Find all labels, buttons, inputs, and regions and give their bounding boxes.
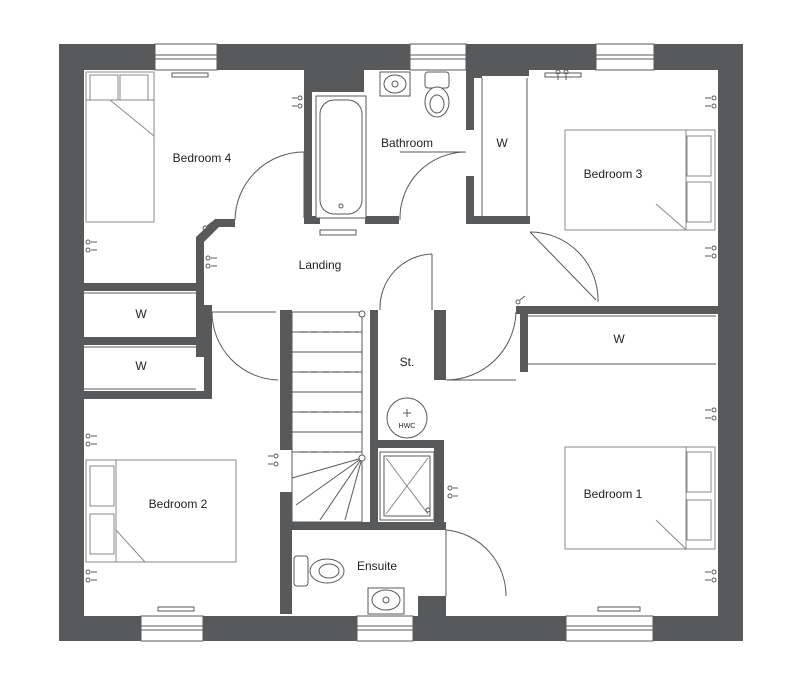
double-socket-icon	[555, 69, 569, 80]
double-socket-icon	[85, 569, 97, 583]
double-socket-icon	[705, 245, 717, 259]
internal-walls	[84, 70, 718, 616]
basin-icon	[367, 587, 405, 615]
radiator-icon	[171, 72, 209, 78]
hot-water-cylinder: HWC	[386, 397, 428, 439]
room-label-landing: Landing	[299, 258, 342, 272]
room-label-bedroom-4: Bedroom 4	[173, 151, 232, 165]
shower-tray-icon	[379, 451, 435, 521]
window-icon	[595, 43, 655, 71]
toilet-icon	[424, 71, 450, 118]
radiators	[157, 72, 641, 612]
door-swing-icon	[445, 529, 507, 597]
window-icon	[140, 615, 204, 642]
bed-icon	[564, 129, 716, 231]
window-icon	[409, 43, 467, 71]
bath-icon	[315, 95, 367, 219]
door-swing-icon	[445, 311, 517, 381]
room-labels: Bedroom 4 Bathroom W Bedroom 3 Landing W…	[135, 136, 642, 573]
room-label-bathroom: Bathroom	[381, 136, 433, 150]
window-icon	[565, 615, 654, 642]
room-label-bedroom-2: Bedroom 2	[149, 497, 208, 511]
room-label-wardrobe-bedroom-1: W	[613, 332, 625, 346]
door-swing-icon	[234, 151, 305, 221]
light-switch-icon	[515, 295, 526, 305]
wardrobe-doors	[84, 78, 716, 390]
door-swing-icon	[379, 253, 433, 311]
windows	[140, 43, 655, 642]
door-swings	[211, 151, 599, 597]
bed-icon	[85, 459, 237, 563]
double-socket-icon	[268, 453, 279, 467]
hwc-label: HWC	[399, 423, 416, 430]
bed-icon	[564, 446, 716, 550]
electrical-symbols	[85, 69, 717, 583]
room-label-bedroom-3: Bedroom 3	[584, 167, 643, 181]
room-label-ensuite: Ensuite	[357, 559, 397, 573]
double-socket-icon	[705, 569, 717, 583]
door-swing-icon	[529, 231, 599, 303]
double-socket-icon	[447, 485, 458, 499]
window-icon	[154, 43, 218, 71]
bed-icon	[85, 71, 155, 223]
room-label-wardrobe-upper: W	[135, 307, 147, 321]
radiator-icon	[544, 72, 582, 78]
toilet-icon	[293, 555, 345, 587]
double-socket-icon	[205, 255, 217, 269]
door-swing-icon	[211, 311, 279, 381]
double-socket-icon	[292, 95, 303, 109]
radiator-icon	[157, 606, 195, 612]
room-label-bedroom-1: Bedroom 1	[584, 487, 643, 501]
double-socket-icon	[705, 407, 717, 421]
double-socket-icon	[85, 239, 97, 253]
light-switch-icon	[202, 221, 213, 231]
room-label-wardrobe-lower: W	[135, 359, 147, 373]
room-label-store: St.	[400, 355, 415, 369]
room-label-wardrobe-bedroom-3: W	[496, 136, 508, 150]
double-socket-icon	[85, 433, 97, 447]
basin-icon	[379, 71, 411, 97]
door-swing-icon	[399, 151, 467, 221]
window-icon	[356, 615, 414, 642]
radiator-icon	[597, 606, 641, 612]
radiator-icon	[319, 229, 357, 236]
stair-icon	[291, 310, 366, 523]
double-socket-icon	[705, 95, 717, 109]
